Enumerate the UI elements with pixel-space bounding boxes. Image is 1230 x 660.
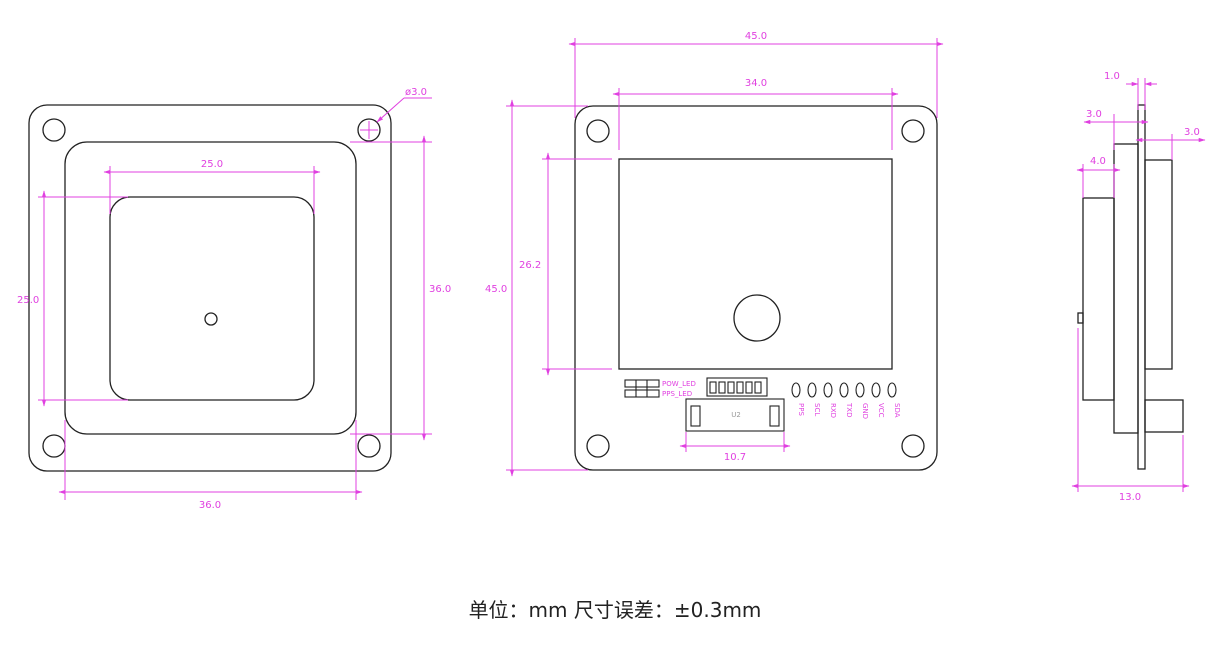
pin-pads <box>791 382 897 398</box>
right-view: 1.0 3.0 3.0 4.0 13.0 <box>1071 71 1206 503</box>
pin-label: PPS <box>797 403 805 416</box>
middle-view: POW_LED PPS_LED U2 PPS SCL <box>485 31 944 477</box>
dim-connector-width: 10.7 <box>724 452 746 463</box>
left-view: ø3.0 25.0 25.0 36.0 36.0 <box>17 87 451 511</box>
led-pow <box>624 379 660 388</box>
pin-header-slots <box>709 381 762 394</box>
pin-pad <box>855 382 865 398</box>
dim-inner-width: 25.0 <box>201 159 223 170</box>
mount-hole <box>586 434 610 458</box>
connector-label: U2 <box>731 411 741 419</box>
side-feed <box>1077 312 1084 324</box>
pin-pad <box>807 382 817 398</box>
dim-window-width: 34.0 <box>745 78 767 89</box>
dim-outer-width: 36.0 <box>199 500 221 511</box>
pin-label: RXD <box>829 403 837 418</box>
feed-point <box>204 312 218 326</box>
pcb-board <box>574 105 938 471</box>
led-label-pow: POW_LED <box>662 380 696 388</box>
side-frame <box>1113 143 1139 434</box>
outer-plate <box>28 104 392 472</box>
dim-patch-thickness: 4.0 <box>1090 156 1106 167</box>
pin-labels: PPS SCL RXD TXD GND VCC SDA <box>797 402 901 419</box>
mount-hole <box>357 118 381 142</box>
dim-hole-dia: ø3.0 <box>405 87 427 98</box>
side-board <box>1137 104 1146 470</box>
mount-hole <box>901 434 925 458</box>
dim-module-thickness: 3.0 <box>1184 127 1200 138</box>
module-circle <box>733 294 781 342</box>
dim-inner-height: 25.0 <box>17 295 39 306</box>
dim-outer-height: 36.0 <box>429 284 451 295</box>
dim-frame-thickness: 3.0 <box>1086 109 1102 120</box>
pin-pad <box>887 382 897 398</box>
pin-header <box>706 377 768 397</box>
pin-pad <box>871 382 881 398</box>
dim-board-thickness: 1.0 <box>1104 71 1120 82</box>
mount-hole <box>357 434 381 458</box>
pin-pad <box>839 382 849 398</box>
pin-label: GND <box>861 403 869 419</box>
dim-total-depth: 13.0 <box>1119 492 1141 503</box>
pin-label: SCL <box>813 403 821 416</box>
led-label-pps: PPS_LED <box>662 390 692 398</box>
led-pps <box>624 389 660 398</box>
mount-hole <box>586 119 610 143</box>
mount-hole <box>901 119 925 143</box>
pin-label: TXD <box>845 402 853 417</box>
pin-label: VCC <box>877 403 885 418</box>
dim-board-height: 45.0 <box>485 284 507 295</box>
pin-pad <box>791 382 801 398</box>
module-shield <box>618 158 893 370</box>
mount-hole <box>42 434 66 458</box>
antenna-patch <box>109 196 315 401</box>
middle-frame <box>64 141 357 435</box>
side-module <box>1144 159 1173 370</box>
mount-hole <box>42 118 66 142</box>
side-patch <box>1082 197 1115 401</box>
pin-pad <box>823 382 833 398</box>
units-caption: 单位：mm 尺寸误差：±0.3mm <box>468 598 762 622</box>
pin-label: SDA <box>893 403 901 418</box>
dim-board-width: 45.0 <box>745 31 767 42</box>
side-connector <box>1144 399 1184 433</box>
connector <box>685 398 785 432</box>
dim-window-height: 26.2 <box>519 260 541 271</box>
